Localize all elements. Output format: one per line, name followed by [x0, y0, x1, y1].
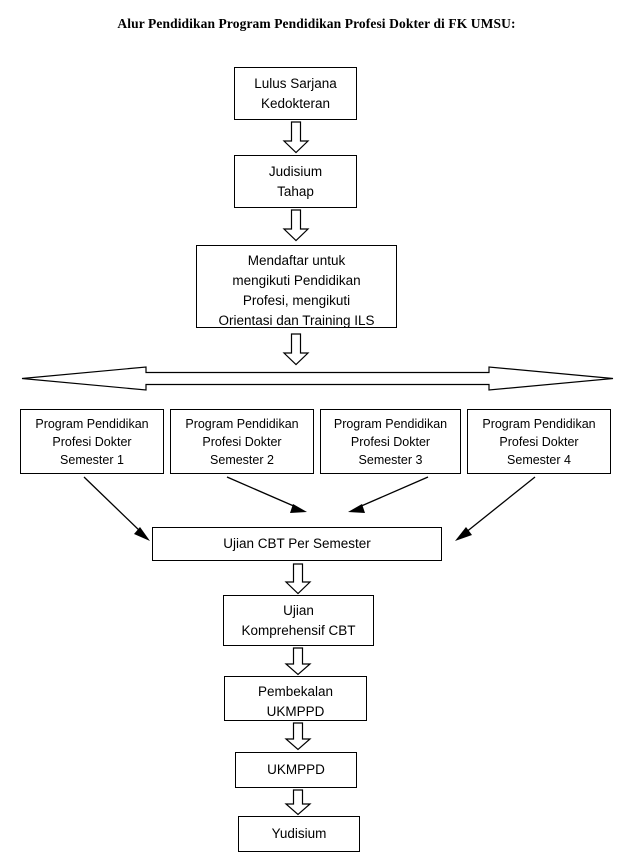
block-arrow-down-2 [282, 209, 310, 242]
node-ujian-komprehensif[interactable]: Ujian Komprehensif CBT [223, 595, 374, 646]
node-semester-2[interactable]: Program Pendidikan Profesi Dokter Semest… [170, 409, 314, 474]
node-ujian-cbt[interactable]: Ujian CBT Per Semester [152, 527, 442, 561]
block-arrow-down-6 [284, 722, 312, 751]
node-semester-2-label: Program Pendidikan Profesi Dokter Semest… [185, 416, 299, 467]
node-semester-1-label: Program Pendidikan Profesi Dokter Semest… [35, 416, 149, 467]
block-arrow-down-1 [282, 121, 310, 154]
block-arrow-down-7 [284, 789, 312, 816]
diagonal-arrow-semester-3-to-cbt [348, 476, 429, 513]
page-title: Alur Pendidikan Program Pendidikan Profe… [117, 16, 516, 31]
diagonal-arrow-semester-1-to-cbt [83, 476, 150, 541]
node-yudisium[interactable]: Yudisium [238, 816, 360, 852]
block-arrow-down-4 [284, 563, 312, 595]
node-semester-1[interactable]: Program Pendidikan Profesi Dokter Semest… [20, 409, 164, 474]
node-semester-3[interactable]: Program Pendidikan Profesi Dokter Semest… [320, 409, 461, 474]
node-semester-3-label: Program Pendidikan Profesi Dokter Semest… [333, 416, 448, 467]
node-ukmppd[interactable]: UKMPPD [235, 752, 357, 788]
node-ujian-komprehensif-label: Ujian Komprehensif CBT [241, 602, 356, 638]
node-semester-4-label: Program Pendidikan Profesi Dokter Semest… [482, 416, 596, 467]
block-arrow-down-3 [282, 333, 310, 366]
node-mendaftar-label: Mendaftar untuk mengikuti Pendidikan Pro… [218, 253, 375, 328]
node-lulus-sarjana-label: Lulus Sarjana Kedokteran [254, 75, 337, 111]
node-ujian-cbt-label: Ujian CBT Per Semester [223, 536, 371, 551]
node-semester-4[interactable]: Program Pendidikan Profesi Dokter Semest… [467, 409, 611, 474]
diagonal-arrow-semester-2-to-cbt [226, 476, 307, 513]
double-headed-distribution-arrow [21, 366, 614, 391]
node-lulus-sarjana[interactable]: Lulus Sarjana Kedokteran [234, 67, 357, 120]
node-judisium-tahap[interactable]: Judisium Tahap [234, 155, 357, 208]
block-arrow-down-5 [284, 647, 312, 676]
node-judisium-tahap-label: Judisium Tahap [268, 163, 323, 199]
node-pembekalan-ukmppd-label: Pembekalan UKMPPD [257, 684, 334, 719]
diagonal-arrow-semester-4-to-cbt [455, 476, 536, 541]
node-ukmppd-label: UKMPPD [267, 762, 325, 777]
node-mendaftar[interactable]: Mendaftar untuk mengikuti Pendidikan Pro… [196, 245, 397, 328]
node-pembekalan-ukmppd[interactable]: Pembekalan UKMPPD [224, 676, 367, 721]
node-yudisium-label: Yudisium [271, 826, 327, 841]
